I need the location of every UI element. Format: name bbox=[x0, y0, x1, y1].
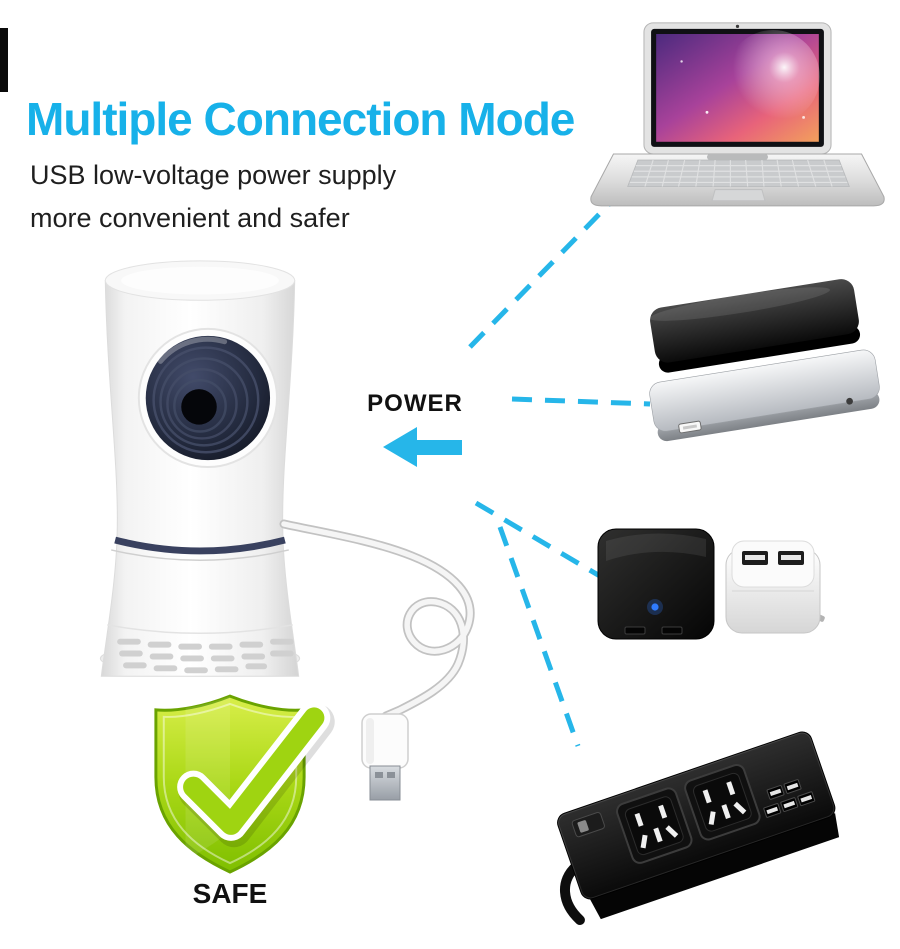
connection-line-powerbank bbox=[511, 396, 651, 407]
power-label: POWER bbox=[367, 390, 463, 417]
usb-adapter-illustration bbox=[597, 528, 825, 640]
mosquito-lamp-illustration bbox=[99, 260, 301, 677]
power-bank-image bbox=[632, 268, 890, 456]
left-edge-mark bbox=[0, 28, 8, 92]
power-strip-image bbox=[545, 703, 845, 938]
usb-connector-image bbox=[361, 713, 409, 801]
safe-shield-badge bbox=[146, 692, 335, 880]
page-title: Multiple Connection Mode bbox=[26, 93, 575, 145]
laptop-image bbox=[585, 20, 890, 230]
power-strip-usb-ports bbox=[763, 779, 816, 818]
power-arrow-icon bbox=[383, 427, 462, 467]
safe-shield-icon bbox=[154, 694, 335, 874]
subtitle-line-2: more convenient and safer bbox=[30, 203, 350, 233]
subtitle-line-1: USB low-voltage power supply bbox=[30, 160, 397, 190]
usb-adapter-image bbox=[592, 515, 827, 655]
connection-line-adapter bbox=[474, 500, 612, 585]
laptop-illustration bbox=[590, 22, 885, 207]
power-bank-illustration bbox=[649, 279, 880, 442]
power-strip-sockets bbox=[616, 763, 761, 864]
safe-label: SAFE bbox=[192, 878, 268, 909]
power-strip-illustration bbox=[557, 731, 840, 926]
mosquito-lamp-image bbox=[52, 240, 348, 700]
